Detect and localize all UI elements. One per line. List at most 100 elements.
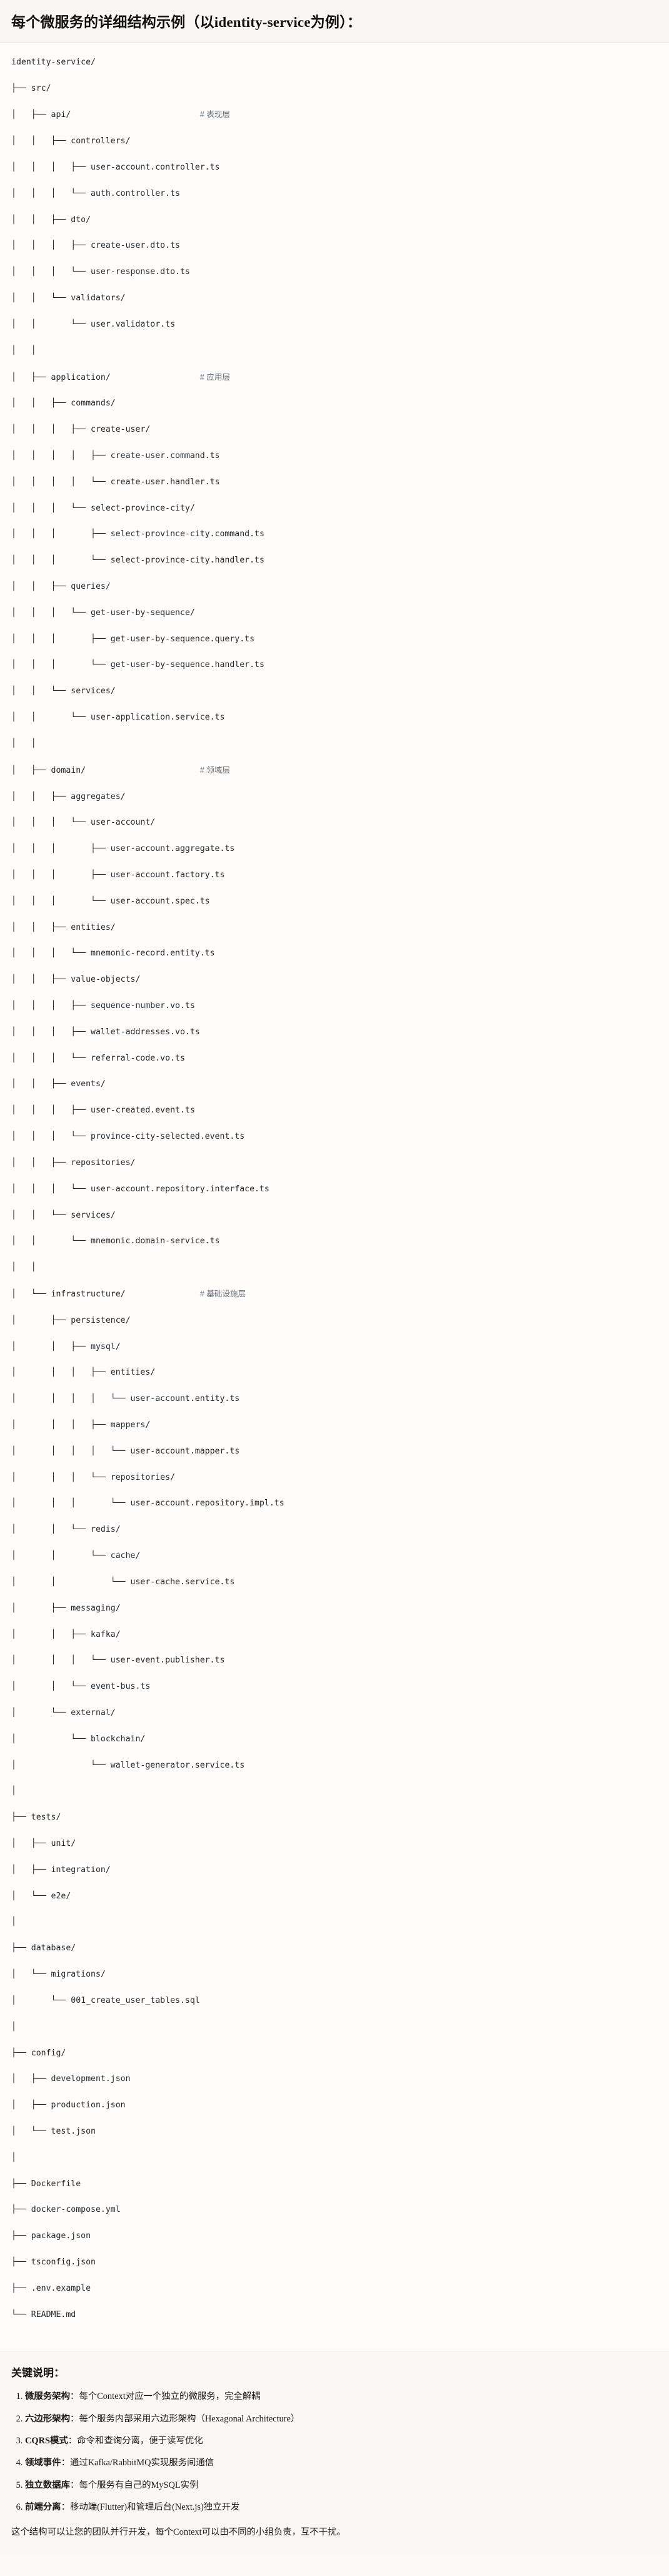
- tree-line-path: │ │ │ └── repositories/: [11, 1472, 176, 1482]
- tree-line-path: │ │ │ ├── mappers/: [11, 1420, 151, 1430]
- tree-line: │ ├── unit/: [11, 1838, 658, 1851]
- tree-line-path: │ ├── production.json: [11, 2100, 126, 2110]
- tree-line-path: │ │: [11, 738, 36, 748]
- tree-line-path: │ │: [11, 345, 36, 355]
- tree-line-path: ├── src/: [11, 83, 51, 93]
- directory-tree-block: identity-service/ ├── src/ │ ├── api/ # …: [0, 42, 669, 2352]
- tree-line-path: │ │ │ │ ├── create-user.command.ts: [11, 451, 220, 461]
- tree-line-path: │ │ ├── queries/: [11, 582, 111, 591]
- tree-line-path: │ │ └── mnemonic.domain-service.ts: [11, 1236, 220, 1246]
- tree-line-path: ├── config/: [11, 2048, 66, 2058]
- tree-line-path: │ ├── development.json: [11, 2074, 131, 2084]
- tree-line-path: │ ├── domain/: [11, 765, 200, 775]
- key-note-body: ：移动端(Flutter)和管理后台(Next.js)独立开发: [61, 2502, 240, 2513]
- tree-line-comment: # 表现层: [199, 110, 230, 120]
- tree-line-comment: # 基础设施层: [199, 1289, 246, 1298]
- tree-line: │ │: [11, 345, 658, 358]
- tree-line-path: │ │ ├── controllers/: [11, 136, 131, 146]
- tree-line-path: │ │ │ └── user-response.dto.ts: [11, 267, 190, 277]
- tree-line-path: │ │ │ ├── user-account.controller.ts: [11, 163, 220, 172]
- tree-line: │: [11, 1785, 658, 1798]
- tree-line-path: │ │ │ └── get-user-by-sequence/: [11, 608, 195, 618]
- key-note-item: 前端分离：移动端(Flutter)和管理后台(Next.js)独立开发: [25, 2500, 658, 2514]
- tree-line: │ └── external/: [11, 1707, 658, 1720]
- tree-line: │ │ ├── mysql/: [11, 1341, 658, 1354]
- key-note-item: 六边形架构：每个服务内部采用六边形架构（Hexagonal Architectu…: [25, 2412, 658, 2426]
- tree-line: │ ├── persistence/: [11, 1315, 658, 1328]
- tree-line-path: │ │ │ └── select-province-city/: [11, 503, 195, 513]
- tree-line: │ ├── production.json: [11, 2099, 658, 2112]
- key-note-body: ：每个服务有自己的MySQL实例: [69, 2480, 199, 2490]
- tree-line-path: │ │ └── validators/: [11, 293, 126, 303]
- tree-line-path: │ │ └── services/: [11, 686, 116, 696]
- tree-line: ├── tsconfig.json: [11, 2256, 658, 2269]
- key-note-body: ：通过Kafka/RabbitMQ实现服务间通信: [61, 2458, 214, 2468]
- document-header: 每个微服务的详细结构示例（以identity-service为例）：: [0, 0, 669, 43]
- tree-line-path: │ │ │ └── auth.controller.ts: [11, 188, 180, 198]
- tree-line-path: │ │: [11, 1263, 36, 1273]
- tree-line-path: └── README.md: [11, 2309, 76, 2319]
- tree-line: │ │ │ └── auth.controller.ts: [11, 188, 658, 201]
- tree-line: │ │ │ ├── mappers/: [11, 1419, 658, 1432]
- key-note-item: 独立数据库：每个服务有自己的MySQL实例: [25, 2478, 658, 2492]
- tree-line: │ │ │ ├── user-account.aggregate.ts: [11, 843, 658, 856]
- tree-line: │ └── 001_create_user_tables.sql: [11, 1995, 658, 2008]
- key-note-body: ：命令和查询分离，便于读写优化: [68, 2436, 203, 2446]
- tree-line: └── README.md: [11, 2309, 658, 2322]
- tree-line-path: │ └── e2e/: [11, 1891, 71, 1901]
- tree-line-path: │ ├── integration/: [11, 1865, 111, 1875]
- tree-line: │ │ └── cache/: [11, 1550, 658, 1563]
- tree-line: │: [11, 2021, 658, 2034]
- tree-line-path: │ │ ├── aggregates/: [11, 792, 126, 802]
- tree-line: │ │ │ ├── user-account.controller.ts: [11, 161, 658, 175]
- tree-line: │ │ ├── entities/: [11, 922, 658, 935]
- tree-line: │ │ │ ├── get-user-by-sequence.query.ts: [11, 633, 658, 646]
- tree-line-path: │ │ │ ├── create-user.dto.ts: [11, 241, 180, 251]
- key-note-item: CQRS模式：命令和查询分离，便于读写优化: [25, 2434, 658, 2448]
- tree-line-path: │ │ ├── mysql/: [11, 1341, 121, 1352]
- key-note-body: ：每个服务内部采用六边形架构（Hexagonal Architecture）: [69, 2413, 300, 2424]
- key-note-lead: CQRS模式: [25, 2436, 68, 2446]
- tree-line: │ └── test.json: [11, 2125, 658, 2139]
- tree-line-path: │ │ │ └── user-event.publisher.ts: [11, 1656, 225, 1666]
- tree-line-path: │: [11, 1917, 16, 1927]
- tree-line-path: │ └── test.json: [11, 2126, 96, 2136]
- tree-line: │ │ ├── dto/: [11, 214, 658, 227]
- tree-line: │ └── infrastructure/ # 基础设施层: [11, 1288, 658, 1301]
- tree-line: ├── database/: [11, 1942, 658, 1955]
- tree-line-path: │ │ └── event-bus.ts: [11, 1682, 151, 1692]
- tree-line-path: │ │ │ └── select-province-city.handler.t…: [11, 556, 264, 566]
- tree-line: │ │: [11, 738, 658, 751]
- tree-line: │ │ │ └── user-account.repository.interf…: [11, 1183, 658, 1196]
- tree-line: │ │ │ ├── user-account.factory.ts: [11, 869, 658, 882]
- tree-line: │ │ ├── value-objects/: [11, 974, 658, 987]
- tree-line: │ │ │ │ └── create-user.handler.ts: [11, 476, 658, 489]
- tree-line-path: │ │ └── user-application.service.ts: [11, 713, 225, 723]
- tree-line: ├── src/: [11, 83, 658, 96]
- tree-line-path: │ │ ├── dto/: [11, 215, 91, 225]
- closing-paragraph: 这个结构可以让您的团队并行开发，每个Context可以由不同的小组负责，互不干扰…: [11, 2527, 346, 2538]
- tree-line: │ │ ├── queries/: [11, 581, 658, 594]
- tree-line: identity-service/: [11, 56, 658, 69]
- tree-line: │: [11, 1916, 658, 1929]
- tree-line-path: │ │ │ ├── user-account.aggregate.ts: [11, 844, 235, 854]
- tree-line: │ │ ├── aggregates/: [11, 791, 658, 804]
- tree-line: │ │ │ ├── create-user.dto.ts: [11, 240, 658, 253]
- tree-line: │ │ │ └── user-account.spec.ts: [11, 895, 658, 909]
- tree-line-path: │ │ │ └── referral-code.vo.ts: [11, 1053, 185, 1063]
- tree-line-path: │ ├── application/: [11, 372, 200, 382]
- tree-line-path: │ │ └── cache/: [11, 1551, 141, 1561]
- tree-line: │ ├── application/ # 应用层: [11, 371, 658, 385]
- tree-line-path: │ │ ├── kafka/: [11, 1629, 121, 1639]
- tree-line: │ │ └── mnemonic.domain-service.ts: [11, 1235, 658, 1248]
- tree-line-path: │ ├── messaging/: [11, 1603, 121, 1613]
- tree-line: ├── Dockerfile: [11, 2178, 658, 2191]
- tree-line-path: │ │ │ ├── select-province-city.command.t…: [11, 529, 264, 539]
- tree-line: │ ├── development.json: [11, 2073, 658, 2086]
- directory-tree: identity-service/ ├── src/ │ ├── api/ # …: [11, 56, 658, 2335]
- tree-line: │ │ ├── controllers/: [11, 135, 658, 148]
- tree-line: │ │ └── services/: [11, 1209, 658, 1223]
- tree-line-path: │ │ │ └── user-account.spec.ts: [11, 896, 210, 906]
- tree-line-path: │ └── 001_create_user_tables.sql: [11, 1995, 200, 2005]
